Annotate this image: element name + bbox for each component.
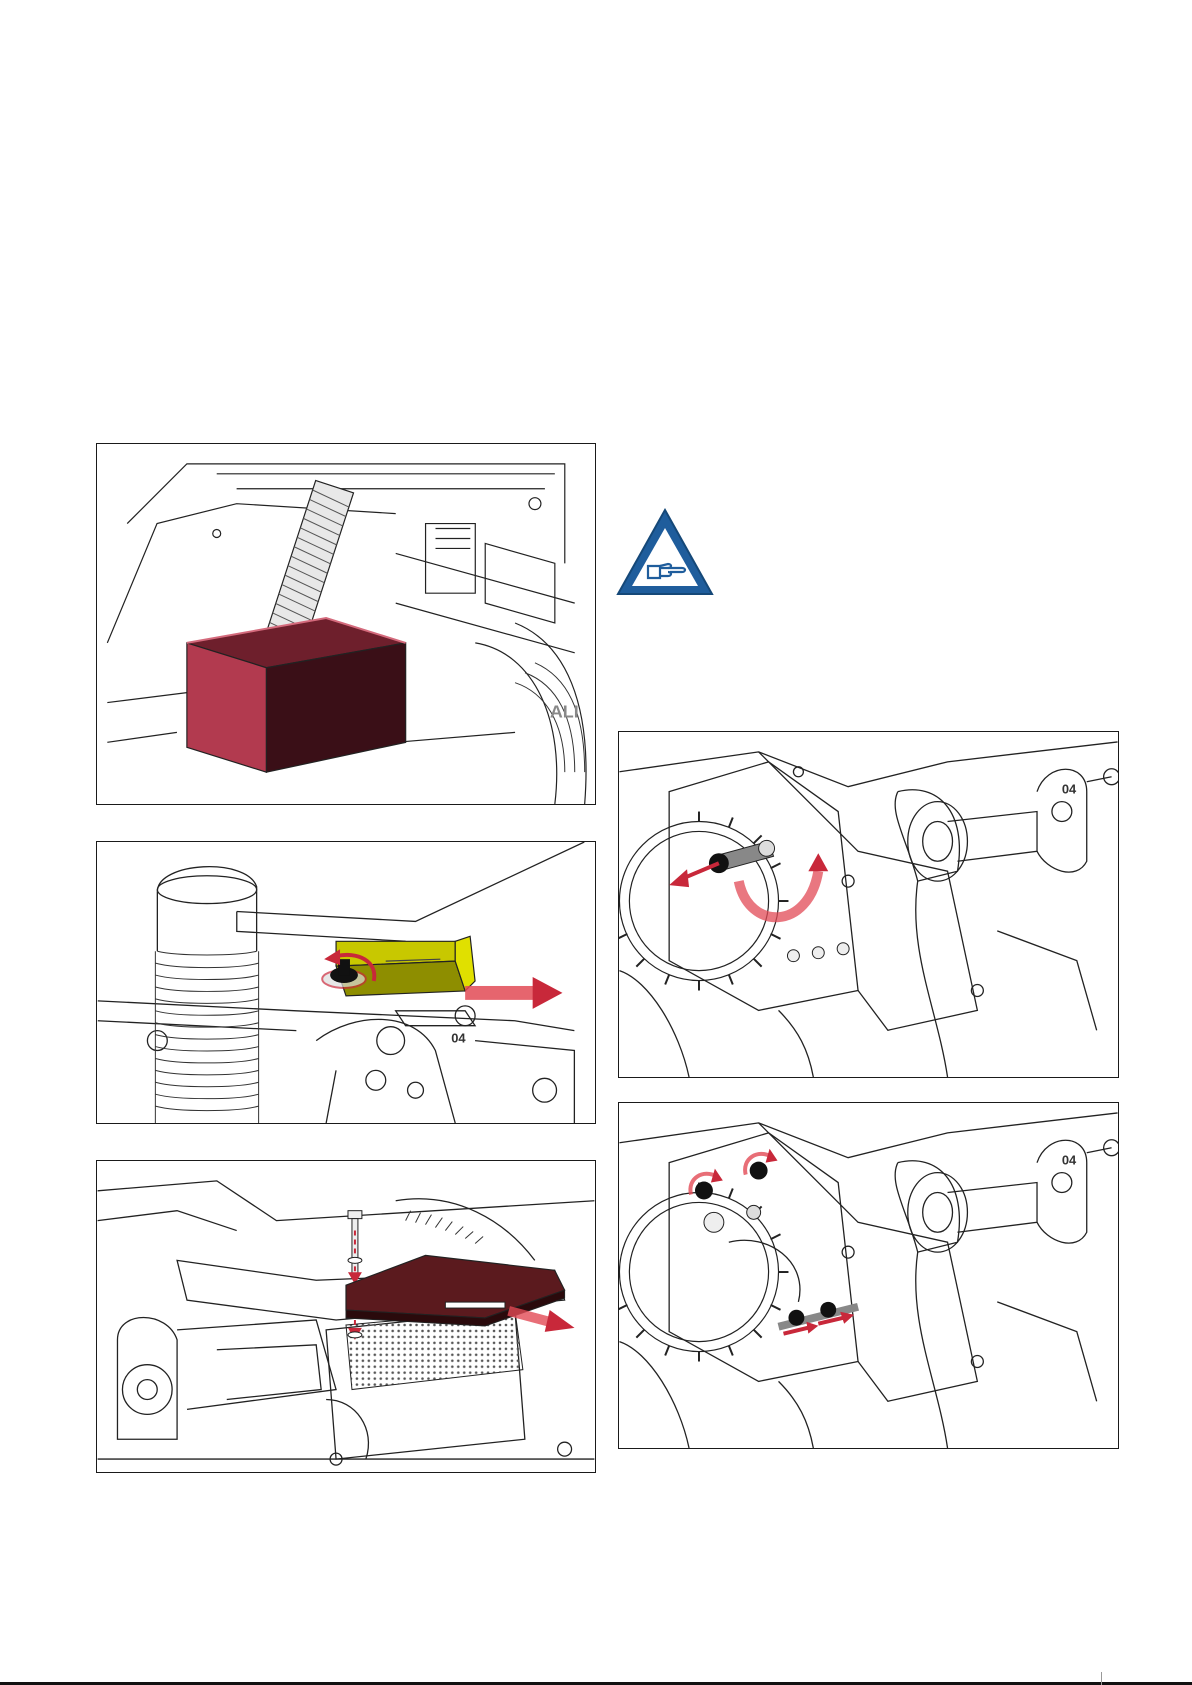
- footer-tick: [1101, 1672, 1102, 1685]
- machine-brand-label: ALI: [550, 701, 579, 721]
- bottom-bolts: [779, 1302, 859, 1334]
- figure-gear-bolts: 04: [618, 1102, 1119, 1449]
- bolt: [348, 1211, 362, 1340]
- illustration-plate-removal: [97, 1161, 595, 1472]
- figure-plate-removal: [96, 1160, 596, 1473]
- illustration-gear-bolts: 04: [619, 1103, 1118, 1448]
- red-bin: [187, 618, 406, 772]
- note-warning-icon: [614, 506, 716, 600]
- direction-arrow: [465, 977, 562, 1009]
- lever: [709, 840, 775, 873]
- gear: [619, 812, 788, 991]
- gear: [619, 1183, 788, 1362]
- dial-label: 04: [1062, 782, 1077, 797]
- top-bolts: [690, 1149, 777, 1200]
- figure-auger-bin: ALI: [96, 443, 596, 805]
- dial-label: 04: [1062, 1153, 1077, 1168]
- figure-knob-release: 04: [96, 841, 596, 1124]
- dial-label: 04: [451, 1031, 466, 1046]
- illustration-knob-release: 04: [97, 842, 595, 1123]
- illustration-auger-bin: ALI: [97, 444, 595, 804]
- figure-gear-lever: 04: [618, 731, 1119, 1078]
- illustration-gear-lever: 04: [619, 732, 1118, 1077]
